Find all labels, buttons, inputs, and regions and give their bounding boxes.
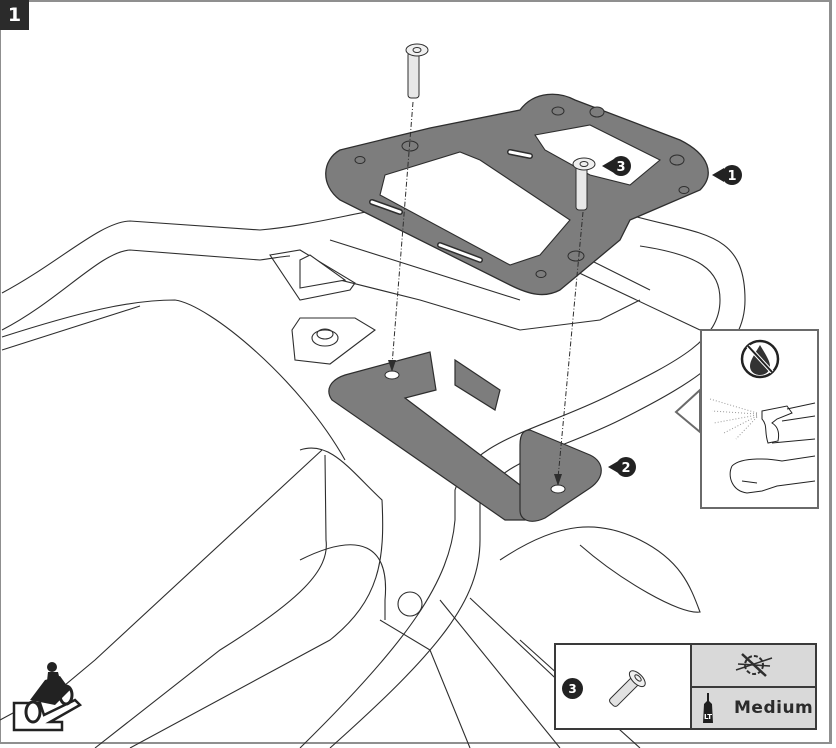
spray-bottle-icon: [709, 398, 816, 444]
plate-hole: [384, 370, 400, 380]
threadlocker-bottle-icon: LT: [703, 692, 713, 723]
plate-hole: [550, 484, 566, 494]
svg-text:1: 1: [727, 169, 736, 184]
svg-text:LT: LT: [704, 713, 712, 721]
seat-outline: [1, 299, 346, 461]
legend-torque-row: [692, 645, 815, 688]
grab-stud: [311, 329, 339, 347]
tail-curve: [299, 544, 387, 620]
arrow-down-icon: [388, 360, 396, 372]
legend-spec-cell: LT Medium: [692, 645, 815, 728]
fastener-legend: 3 LT Medium: [554, 643, 817, 730]
rail-outline-lower: [1, 249, 291, 331]
rack-tube-outer: [329, 214, 746, 748]
side-bracket: [269, 249, 356, 301]
cleaning-illustration: [709, 339, 816, 494]
motorcycle-direction-icon: [12, 662, 83, 732]
rack-tube-inner: [299, 245, 721, 748]
alignment-guides: [391, 101, 584, 479]
arrow-down-icon: [554, 474, 562, 486]
cleaning-instruction-panel: [700, 329, 819, 509]
callout-2: 2: [608, 457, 636, 477]
no-torque-wrench-icon: [735, 653, 772, 678]
step-number-badge: 1: [0, 0, 29, 30]
wiping-hands-icon: [729, 438, 816, 494]
no-oil-icon: [740, 339, 780, 379]
guide-line: [391, 101, 414, 366]
guide-line: [557, 211, 584, 479]
bolt-hole: [397, 591, 423, 617]
legend-part-cell: 3: [556, 645, 692, 728]
svg-text:3: 3: [616, 160, 625, 175]
upper-mounting-plate: [325, 93, 709, 296]
screw-right: [572, 157, 596, 211]
screw-top-left: [405, 43, 429, 99]
svg-text:2: 2: [621, 461, 630, 476]
panel-pointer: [674, 387, 701, 435]
legend-item-number: 3: [562, 678, 583, 699]
rear-fender: [499, 526, 701, 613]
callout-1: 1: [712, 165, 742, 185]
countersunk-screw-icon: [609, 670, 646, 707]
threadlocker-strength: Medium: [734, 697, 814, 718]
lower-adapter-plate: [328, 351, 602, 522]
legend-threadlocker-row: LT Medium: [692, 688, 815, 729]
callout-3: 3: [602, 156, 631, 176]
